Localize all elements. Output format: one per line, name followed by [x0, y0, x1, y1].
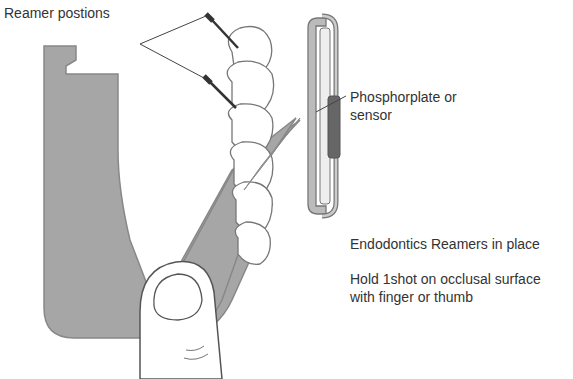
reamers: [210, 20, 238, 108]
fingernail: [154, 274, 202, 320]
sensor: [328, 96, 340, 158]
holder-tip: [244, 118, 300, 190]
reamer-label: Reamer postions: [4, 4, 174, 22]
holder-body: [44, 46, 300, 338]
reamer-handles: [204, 14, 213, 83]
plate-label: Phosphorplate or sensor: [350, 88, 460, 124]
leader-lines: [140, 16, 346, 112]
hold-note: Hold 1shot on occlusal surface with fing…: [350, 270, 568, 306]
finger-crease: [184, 346, 208, 359]
reamer-note: Endodontics Reamers in place: [350, 235, 565, 253]
finger: [140, 262, 222, 379]
teeth: [227, 27, 273, 265]
